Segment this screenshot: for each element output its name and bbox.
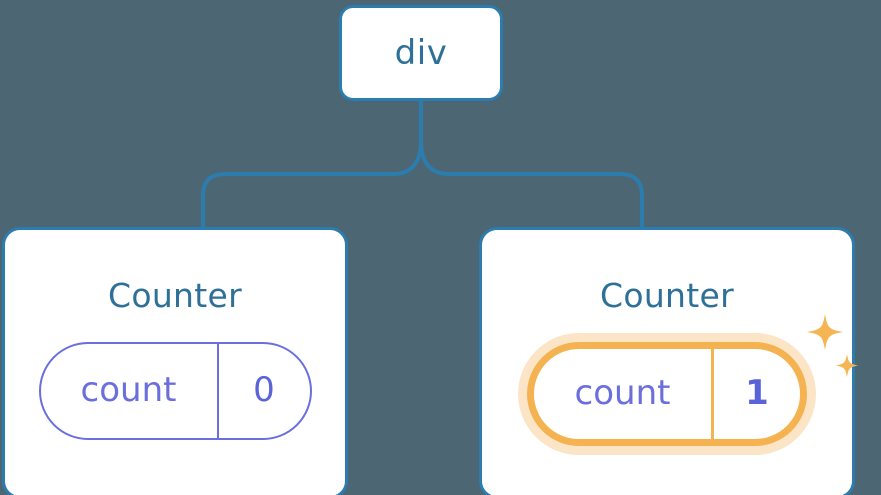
state-value-left: 0: [253, 369, 275, 410]
edge-root-to-counter-left: [201, 138, 423, 229]
node-counter-left[interactable]: Counter count 0: [2, 227, 348, 495]
counter-left-title: Counter: [108, 276, 242, 315]
sparkle-large-icon: [807, 314, 843, 350]
node-div[interactable]: div: [339, 5, 503, 101]
state-key-right: count: [534, 349, 714, 439]
node-counter-right[interactable]: Counter count 1: [479, 227, 859, 495]
counter-right-title: Counter: [600, 276, 734, 315]
sparkle-small-icon: [835, 354, 859, 377]
state-pill-count-right[interactable]: count 1: [527, 342, 807, 446]
counter-right-state-wrap: count 1: [527, 314, 859, 446]
edge-root-to-counter-right: [419, 138, 644, 229]
counter-left-state-wrap: count 0: [38, 342, 312, 440]
state-value-right: 1: [745, 372, 769, 413]
state-key-left: count: [41, 344, 219, 438]
state-pill-count-left[interactable]: count 0: [38, 342, 312, 440]
node-div-label: div: [394, 33, 448, 73]
